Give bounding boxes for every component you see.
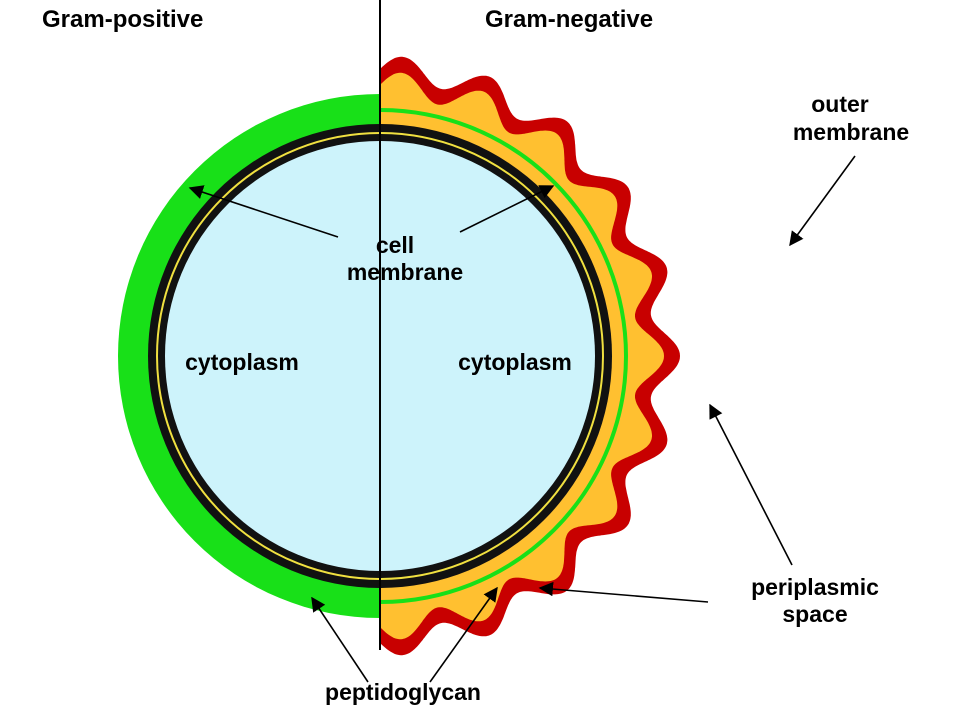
arrow-peptidoglycan-left — [311, 596, 369, 683]
gram-negative-half — [381, 56, 680, 656]
arrow-outer-membrane — [789, 155, 856, 247]
outer-membrane-label-line2: membrane — [793, 119, 909, 145]
arrow-cell-membrane-right — [459, 185, 555, 233]
cell-membrane-right-stripe — [381, 132, 604, 580]
arrow-periplasmic-to-peptidoglycan — [709, 403, 793, 566]
gram-positive-half — [118, 94, 381, 618]
arrow-peptidoglycan-right — [429, 586, 498, 683]
cytoplasm-left — [165, 141, 381, 571]
cytoplasm-label-left: cytoplasm — [185, 349, 299, 375]
peptidoglycan-label: peptidoglycan — [325, 679, 481, 705]
cell-membrane-label-line2: membrane — [347, 259, 463, 285]
cell-membrane-label-line1: cell — [376, 232, 414, 258]
gram-negative-heading: Gram-negative — [485, 6, 653, 33]
arrow-periplasmic-to-space — [538, 581, 709, 603]
cytoplasm-label-right: cytoplasm — [458, 349, 572, 375]
arrow-cell-membrane-left — [188, 185, 339, 238]
periplasmic-space-label-line1: periplasmic — [751, 574, 879, 600]
outer-membrane-label-line1: outer — [811, 91, 869, 117]
gram-positive-heading: Gram-positive — [42, 6, 203, 33]
periplasmic-space-label-line2: space — [782, 601, 847, 627]
cytoplasm-right — [381, 141, 595, 571]
arrows — [188, 155, 856, 683]
peptidoglycan-layer-thin — [381, 108, 628, 604]
